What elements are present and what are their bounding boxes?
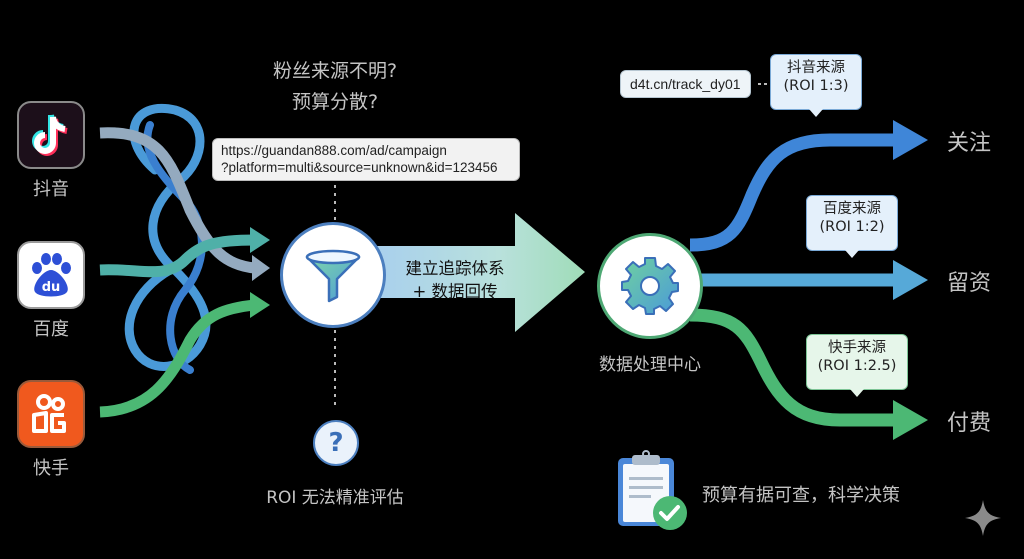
source-baidu[interactable]: du 百度 [17, 241, 85, 341]
source-douyin[interactable]: 抖音 [17, 101, 85, 201]
tracking-arrow [370, 213, 585, 332]
problem-question-line2: 预算分散? [291, 91, 379, 113]
roi-tag-baidu: 百度来源 (ROI 1:2) [806, 195, 898, 258]
loop-path-1 [124, 104, 211, 371]
gear-icon [621, 257, 679, 315]
campaign-url-box[interactable]: https://guandan888.com/ad/campaign ?plat… [212, 138, 520, 181]
problem-question: 粉丝来源不明? 预算分散? [230, 56, 440, 118]
outcome-follow: 关注 [947, 131, 992, 156]
data-center-label: 数据处理中心 [599, 355, 701, 375]
douyin-flow-arrowhead [252, 255, 270, 281]
problem-question-line1: 粉丝来源不明? [272, 60, 398, 82]
tracking-link-box[interactable]: d4t.cn/track_dy01 [620, 70, 751, 98]
roi-tag-value: (ROI 1:2.5) [817, 358, 897, 374]
roi-tag-kuaishou: 快手来源 (ROI 1:2.5) [806, 334, 908, 397]
kuaishou-flow [99, 299, 256, 418]
baidu-flow-arrowhead [250, 227, 270, 253]
pay-flow [689, 308, 895, 427]
douyin-flow [99, 127, 256, 274]
funnel-icon [305, 249, 361, 303]
pay-flow-arrowhead [893, 400, 928, 440]
question-icon: ? [313, 420, 359, 466]
baidu-paw-logo-icon: du [17, 241, 85, 309]
roi-tag-source: 快手来源 [828, 340, 886, 356]
data-center-node[interactable] [597, 233, 703, 339]
roi-tag-source: 百度来源 [823, 201, 881, 217]
tag-pointer [845, 250, 859, 258]
outcome-payment: 付费 [947, 411, 992, 436]
source-label: 快手 [33, 458, 69, 479]
roi-tag-source: 抖音来源 [787, 60, 845, 76]
sparkle-icon [964, 499, 1002, 537]
campaign-url-line2: ?platform=multi&source=unknown&id=123456 [221, 160, 498, 175]
funnel-node[interactable] [280, 222, 386, 328]
lead-flow-arrowhead [893, 260, 928, 300]
tracking-arrow-line1: 建立追踪体系 [405, 259, 505, 278]
tracking-arrow-label: 建立追踪体系 + 数据回传 [385, 257, 525, 303]
follow-flow [689, 133, 895, 252]
clipboard-check-icon [616, 450, 688, 530]
douyin-logo-icon [17, 101, 85, 169]
tracking-arrow-line2: + 数据回传 [412, 282, 498, 301]
follow-flow-arrowhead [893, 120, 928, 160]
summary-text: 预算有据可查，科学决策 [702, 485, 900, 506]
kuaishou-logo-icon [17, 380, 85, 448]
roi-tag-value: (ROI 1:2) [819, 219, 885, 235]
tag-pointer [850, 389, 864, 397]
svg-text:du: du [42, 280, 61, 295]
roi-tag-value: (ROI 1:3) [783, 78, 849, 94]
source-label: 抖音 [33, 179, 69, 200]
roi-uncertain-label: ROI 无法精准评估 [266, 488, 404, 508]
tag-pointer [809, 109, 823, 117]
source-label: 百度 [33, 319, 69, 340]
campaign-url-line1: https://guandan888.com/ad/campaign [221, 143, 447, 158]
baidu-flow [99, 234, 256, 278]
roi-tag-douyin: 抖音来源 (ROI 1:3) [770, 54, 862, 117]
kuaishou-flow-arrowhead [250, 292, 270, 318]
outcome-lead: 留资 [947, 271, 992, 296]
source-kuaishou[interactable]: 快手 [17, 380, 85, 480]
